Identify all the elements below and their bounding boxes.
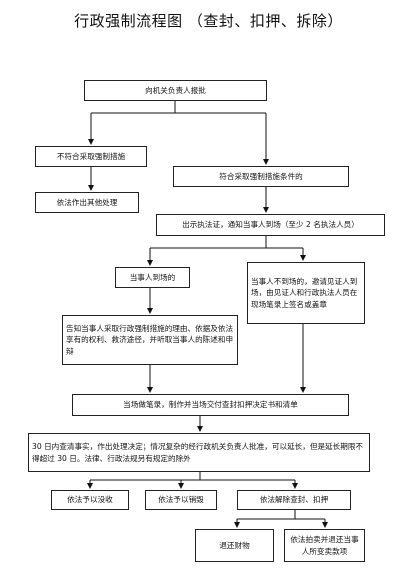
- node-present-label: 当事人到场的: [129, 272, 176, 282]
- node-compensate: 依法拍卖并退还当事人所变卖款项: [284, 529, 365, 562]
- node-other-label: 依法作出其他处理: [56, 197, 118, 207]
- node-report: 向机关负责人报批: [84, 80, 267, 101]
- node-meet: 符合采取强制措施条件的: [173, 166, 349, 187]
- node-destroy-label: 依法予以销毁: [158, 495, 204, 505]
- node-decision: 30 日内查清事实，作出处理决定；情况复杂的经行政机关负责人批准，可以延长，但是…: [28, 433, 370, 472]
- node-notify-label: 出示执法证，通知当事人到场（至少 2 名执法人员）: [182, 220, 359, 230]
- node-absent-label: 当事人不到场的，邀请见证人到场，由见证人和行政执法人员在现场笔录上签名或盖章: [251, 276, 358, 309]
- node-record-label: 当场做笔录，制作并当场交付查封扣押决定书和清单: [123, 400, 298, 410]
- node-compensate-label: 依法拍卖并退还当事人所变卖款项: [290, 535, 359, 556]
- node-inform: 告知当事人采取行政强制措施的理由、依据及依法享有的权利、救济途径，并听取当事人的…: [62, 315, 238, 365]
- node-return: 退还财物: [195, 529, 274, 562]
- node-return-label: 退还财物: [219, 540, 250, 550]
- flowchart-title: 行政强制流程图 （查封、扣押、拆除）: [74, 12, 343, 30]
- node-destroy: 依法予以销毁: [145, 490, 217, 510]
- node-confiscate: 依法予以没收: [51, 490, 129, 510]
- node-release-label: 依法解除查封、扣押: [259, 495, 329, 505]
- node-not-meet-label: 不符合采取强制措施: [56, 151, 126, 161]
- node-confiscate-label: 依法予以没收: [67, 495, 113, 505]
- node-report-label: 向机关负责人报批: [145, 85, 206, 95]
- node-not-meet: 不符合采取强制措施: [35, 146, 147, 167]
- node-present: 当事人到场的: [115, 267, 190, 288]
- node-inform-label: 告知当事人采取行政强制措施的理由、依据及依法享有的权利、救济途径，并听取当事人的…: [66, 323, 234, 356]
- node-notify: 出示执法证，通知当事人到场（至少 2 名执法人员）: [156, 214, 385, 236]
- node-other: 依法作出其他处理: [35, 192, 139, 213]
- node-record: 当场做笔录，制作并当场交付查封扣押决定书和清单: [72, 394, 349, 416]
- node-meet-label: 符合采取强制措施条件的: [219, 171, 303, 181]
- node-absent: 当事人不到场的，邀请见证人到场，由见证人和行政执法人员在现场笔录上签名或盖章: [247, 262, 365, 324]
- node-decision-label: 30 日内查清事实，作出处理决定；情况复杂的经行政机关负责人批准，可以延长，但是…: [32, 442, 364, 463]
- node-release: 依法解除查封、扣押: [237, 490, 351, 510]
